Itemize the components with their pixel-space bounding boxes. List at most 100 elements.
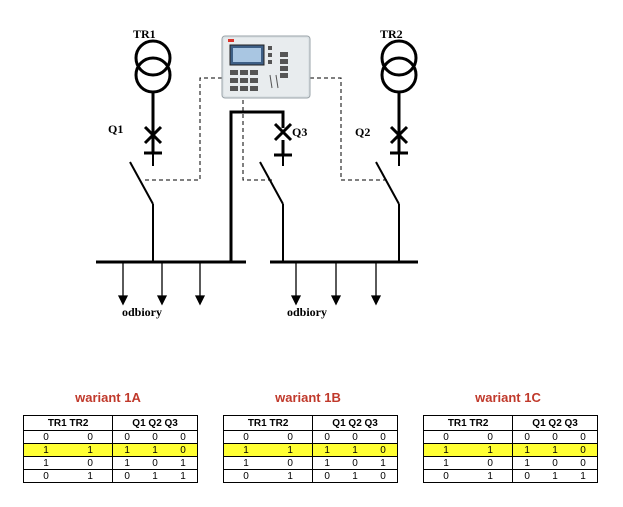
table-cell: 0 — [168, 443, 198, 457]
table-cell: 1 — [312, 456, 342, 470]
table-cell: 1 — [423, 443, 469, 457]
header-transformers: TR1 TR2 — [222, 415, 313, 431]
table-cell: 1 — [268, 469, 313, 483]
table-cell: 0 — [568, 430, 598, 444]
table-cell: 1 — [423, 456, 469, 470]
table-cell: 1 — [368, 456, 398, 470]
table-cell: 1 — [468, 443, 513, 457]
table-cell: 0 — [468, 430, 513, 444]
coupler-q3 — [229, 110, 293, 262]
table-cell: 1 — [223, 443, 269, 457]
table-cell: 0 — [223, 469, 269, 483]
table-cell: 0 — [23, 469, 69, 483]
table-cell: 0 — [268, 430, 313, 444]
table-cell: 0 — [541, 456, 569, 470]
loads-right-label: odbiory — [287, 305, 327, 319]
table-cell: 0 — [368, 430, 398, 444]
table-cell: 0 — [512, 469, 542, 483]
table-cell: 0 — [141, 430, 169, 444]
table-cell: 1 — [541, 443, 569, 457]
transformer-tr2-icon — [380, 39, 418, 94]
feeders-right — [290, 262, 382, 306]
switch-q2 — [375, 153, 400, 262]
loads-left-label: odbiory — [122, 305, 162, 319]
table-cell: 0 — [223, 430, 269, 444]
header-breakers: Q1 Q2 Q3 — [512, 415, 598, 431]
header-transformers: TR1 TR2 — [422, 415, 513, 431]
table-cell: 0 — [68, 430, 113, 444]
table-cell: 1 — [541, 469, 569, 483]
table-cell: 0 — [423, 430, 469, 444]
variant-title: wariant 1C — [475, 390, 541, 405]
control-lines — [143, 77, 388, 181]
label-q2: Q2 — [355, 125, 370, 139]
table-cell: 1 — [512, 456, 542, 470]
table-cell: 0 — [568, 443, 598, 457]
table-cell: 0 — [468, 456, 513, 470]
table-cell: 1 — [341, 443, 369, 457]
table-cell: 0 — [423, 469, 469, 483]
table-cell: 0 — [68, 456, 113, 470]
table-cell: 1 — [268, 443, 313, 457]
table-cell: 0 — [312, 469, 342, 483]
label-tr1: TR1 — [133, 27, 156, 41]
variant-title: wariant 1B — [275, 390, 341, 405]
table-cell: 0 — [112, 430, 142, 444]
label-q1: Q1 — [108, 122, 123, 136]
table-cell: 0 — [23, 430, 69, 444]
table-cell: 0 — [568, 456, 598, 470]
label-tr2: TR2 — [380, 27, 403, 41]
table-cell: 1 — [223, 456, 269, 470]
table-cell: 1 — [23, 456, 69, 470]
table-cell: 1 — [341, 469, 369, 483]
table-cell: 1 — [68, 469, 113, 483]
table-cell: 1 — [112, 456, 142, 470]
table-cell: 1 — [141, 469, 169, 483]
table-cell: 0 — [368, 469, 398, 483]
table-cell: 0 — [512, 430, 542, 444]
switch-q1 — [129, 153, 154, 262]
variant-title: wariant 1A — [75, 390, 141, 405]
single-line-diagram: TR1 TR2 Q1 Q3 Q2 — [96, 27, 418, 319]
table-cell: 1 — [512, 443, 542, 457]
table-cell: 0 — [541, 430, 569, 444]
table-cell: 0 — [341, 430, 369, 444]
table-cell: 0 — [368, 443, 398, 457]
table-cell: 1 — [68, 443, 113, 457]
header-breakers: Q1 Q2 Q3 — [112, 415, 198, 431]
table-cell: 1 — [568, 469, 598, 483]
label-q3: Q3 — [292, 125, 307, 139]
transformer-tr1-icon — [134, 39, 172, 94]
table-cell: 1 — [112, 443, 142, 457]
table-cell: 0 — [112, 469, 142, 483]
table-cell: 1 — [23, 443, 69, 457]
table-cell: 1 — [141, 443, 169, 457]
table-cell: 0 — [341, 456, 369, 470]
table-cell: 0 — [168, 430, 198, 444]
table-cell: 1 — [168, 469, 198, 483]
table-cell: 1 — [468, 469, 513, 483]
table-cell: 1 — [168, 456, 198, 470]
table-cell: 0 — [141, 456, 169, 470]
table-cell: 1 — [312, 443, 342, 457]
header-transformers: TR1 TR2 — [22, 415, 113, 431]
header-breakers: Q1 Q2 Q3 — [312, 415, 398, 431]
controller-device-icon — [221, 35, 311, 99]
feeders-left — [117, 262, 206, 306]
table-cell: 0 — [268, 456, 313, 470]
